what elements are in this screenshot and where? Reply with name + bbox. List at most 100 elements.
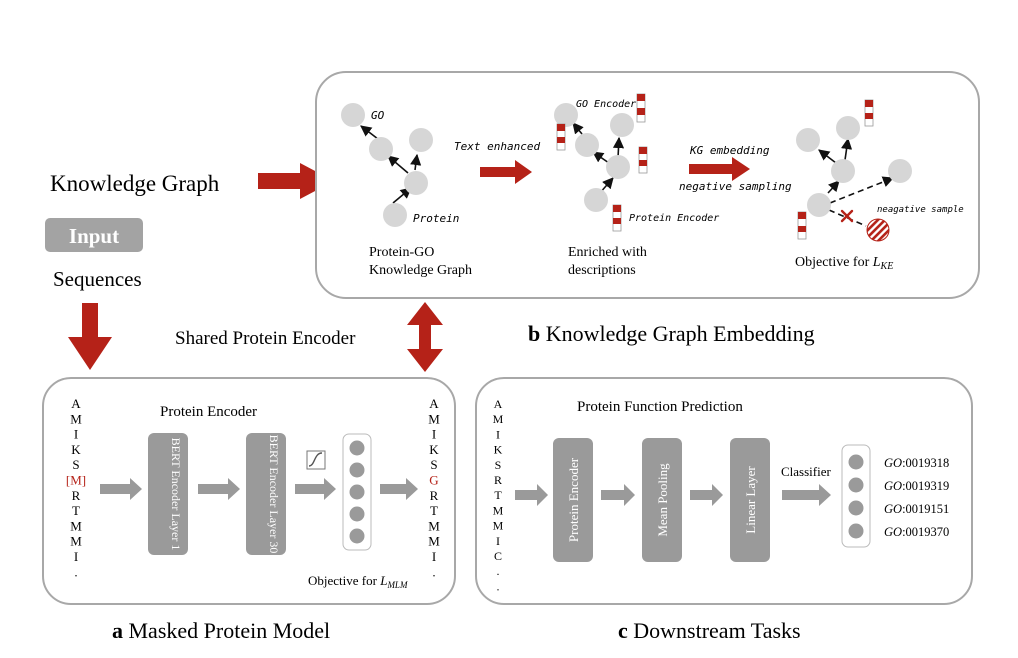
objective-mlm-subscript: MLM xyxy=(386,580,408,590)
neuron xyxy=(848,454,864,470)
go-label: GO xyxy=(371,109,385,122)
go-node xyxy=(575,133,599,157)
protein-encoder-block: Protein Encoder xyxy=(553,438,593,562)
panel-b-caption: b Knowledge Graph Embedding xyxy=(528,321,815,346)
sequence-residue: A xyxy=(429,396,439,411)
sequence-residue: M xyxy=(493,519,504,533)
objective-ke-subscript: KE xyxy=(880,261,894,272)
sequence-residue: . xyxy=(497,564,500,578)
protein-node xyxy=(383,203,407,227)
sequence-residue: M xyxy=(493,503,504,517)
graph1-caption-line1: Protein-GO xyxy=(369,245,434,260)
neuron xyxy=(349,440,365,456)
objective-mlm-label: Objective for LMLM xyxy=(308,573,408,590)
sequence-residue: I xyxy=(496,534,500,548)
mean-pooling-block-label: Mean Pooling xyxy=(655,463,670,537)
go-term-prefix: GO xyxy=(884,525,902,539)
flow-arrow xyxy=(690,484,723,506)
sequence-residue: S xyxy=(430,457,437,472)
input-badge-label: Input xyxy=(69,224,119,248)
flow-arrow xyxy=(198,478,240,500)
go-term-id: :0019151 xyxy=(902,502,949,516)
panel-c-title: Protein Function Prediction xyxy=(577,399,743,415)
flow-arrow xyxy=(100,478,142,500)
go-term-id: :0019318 xyxy=(902,456,949,470)
go-term: GO:0019151 xyxy=(884,502,949,516)
graph-objective: neagative sample xyxy=(796,99,964,242)
flow-arrow xyxy=(515,484,548,506)
objective-ke-label: Objective for LKE xyxy=(795,255,893,272)
sequence-residue: A xyxy=(71,396,81,411)
neuron xyxy=(349,462,365,478)
sequence-residue: K xyxy=(429,442,439,457)
neuron xyxy=(848,500,864,516)
objective-mlm-symbol: L xyxy=(379,573,387,588)
graph1-caption-line2: Knowledge Graph xyxy=(369,263,472,278)
go-term-prefix: GO xyxy=(884,456,902,470)
flow-arrow xyxy=(782,484,831,506)
sequence-residue: G xyxy=(429,473,438,488)
negative-sample-node xyxy=(866,218,890,242)
embedding-vector-icon xyxy=(638,146,648,174)
go-node xyxy=(796,128,820,152)
sequence-residue: T xyxy=(494,488,502,502)
sequence-residue: . xyxy=(74,564,77,579)
class-neuron-stack xyxy=(841,444,871,548)
protein-encoder-block-label: Protein Encoder xyxy=(566,457,581,542)
neuron xyxy=(848,477,864,493)
shared-encoder-double-arrow xyxy=(407,302,443,372)
sequence-residue: R xyxy=(72,488,81,503)
go-term: GO:0019319 xyxy=(884,479,949,493)
sequence-residue: R xyxy=(494,473,502,487)
embedding-vector-icon xyxy=(556,123,566,151)
go-term-prefix: GO xyxy=(884,479,902,493)
negative-sampling-label: negative sampling xyxy=(679,180,792,193)
sequence-residue: M xyxy=(70,411,82,426)
go-term: GO:0019370 xyxy=(884,525,949,539)
sequences-down-arrow xyxy=(68,303,112,370)
sequence-residue: K xyxy=(494,443,503,457)
protein-label: Protein xyxy=(413,212,459,225)
sequence-residue: . xyxy=(432,564,435,579)
flow-arrow xyxy=(601,484,635,506)
neuron xyxy=(349,506,365,522)
go-node xyxy=(610,113,634,137)
bert-layer-1-block: BERT Encoder Layer 1 xyxy=(148,433,188,555)
sequence-residue: A xyxy=(494,397,503,411)
protein-node xyxy=(606,155,630,179)
sequence-residue: R xyxy=(430,488,439,503)
protein-node xyxy=(404,171,428,195)
kg-embedding-label: KG embedding xyxy=(689,144,770,157)
graph2-caption-line2: descriptions xyxy=(568,263,636,278)
sequence-residue: I xyxy=(432,549,436,564)
protein-node xyxy=(831,159,855,183)
activation-function-icon xyxy=(306,450,326,470)
protein-node xyxy=(807,193,831,217)
objective-mlm-text: Objective for xyxy=(308,573,378,588)
shared-encoder-label: Shared Protein Encoder xyxy=(175,328,356,349)
panel-a-letter: a xyxy=(112,618,123,643)
kg-embedding-arrow xyxy=(689,157,750,181)
sequence-residue: M xyxy=(428,534,440,549)
flow-arrow xyxy=(295,478,336,500)
neuron xyxy=(848,523,864,539)
text-enhanced-arrow xyxy=(480,160,532,184)
objective-ke-symbol: L xyxy=(872,255,881,270)
sequence-residue: K xyxy=(71,442,81,457)
protein-encoder-label: Protein Encoder xyxy=(629,213,719,224)
mean-pooling-block: Mean Pooling xyxy=(642,438,682,562)
panel-b-frame xyxy=(315,71,980,299)
sequence-residue: M xyxy=(70,534,82,549)
objective-ke-text: Objective for xyxy=(795,255,870,270)
panel-a-title: Protein Encoder xyxy=(160,404,257,420)
negative-sample-label: neagative sample xyxy=(877,205,964,215)
sequence-residue: [M] xyxy=(66,473,86,488)
go-term: GO:0019318 xyxy=(884,456,949,470)
linear-layer-block: Linear Layer xyxy=(730,438,770,562)
go-node xyxy=(554,103,578,127)
panel-b-letter: b xyxy=(528,321,540,346)
